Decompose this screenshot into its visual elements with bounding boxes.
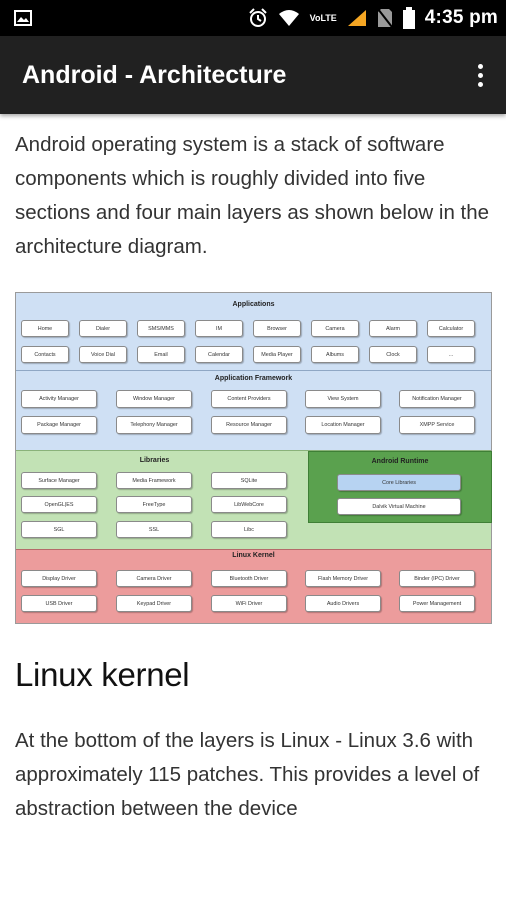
architecture-diagram: Applications Home Dialer SMS/MMS IM Brow…: [15, 292, 492, 624]
framework-title: Application Framework: [214, 375, 293, 382]
page-title: Android - Architecture: [22, 60, 287, 89]
diagram-box-browser: Browser: [253, 320, 301, 337]
diagram-box-sgl: SGL: [21, 521, 97, 538]
linux-kernel-layer: Linux Kernel Display Driver Camera Drive…: [16, 549, 491, 623]
diagram-box-contacts: Contacts: [21, 346, 69, 363]
framework-layer: Application Framework Activity Manager W…: [16, 371, 491, 450]
diagram-box-binder-driver: Binder (IPC) Driver: [399, 570, 475, 587]
libraries-title: Libraries: [139, 457, 170, 464]
diagram-box-audio-drivers: Audio Drivers: [305, 595, 381, 612]
diagram-box-albums: Albums: [311, 346, 359, 363]
diagram-box-surface-manager: Surface Manager: [21, 472, 97, 489]
diagram-box-camera-driver: Camera Driver: [116, 570, 192, 587]
diagram-box-email: Email: [137, 346, 185, 363]
diagram-box-core-libraries: Core Libraries: [337, 474, 461, 491]
diagram-box-calendar: Calendar: [195, 346, 243, 363]
diagram-box-libc: Libc: [211, 521, 287, 538]
body-paragraph: At the bottom of the layers is Linux - L…: [15, 729, 480, 820]
diagram-box-wifi-driver: WiFi Driver: [211, 595, 287, 612]
diagram-box-sms: SMS/MMS: [137, 320, 185, 337]
diagram-box-view-system: View System: [305, 390, 381, 408]
app-bar: Android - Architecture: [0, 36, 506, 114]
diagram-box-display-driver: Display Driver: [21, 570, 97, 587]
diagram-box-im: IM: [195, 320, 243, 337]
kernel-title: Linux Kernel: [232, 552, 275, 559]
diagram-box-home: Home: [21, 320, 69, 337]
diagram-box-telephony-manager: Telephony Manager: [116, 416, 192, 434]
diagram-box-keypad-driver: Keypad Driver: [116, 595, 192, 612]
status-bar: VoLTE 4:35 pm: [0, 0, 506, 36]
signal-icon: [347, 10, 366, 26]
diagram-box-resource-manager: Resource Manager: [211, 416, 287, 434]
diagram-box-clock: Clock: [369, 346, 417, 363]
applications-layer: Applications Home Dialer SMS/MMS IM Brow…: [16, 293, 491, 371]
diagram-box-sqlite: SQLite: [211, 472, 287, 489]
applications-title: Applications: [232, 301, 275, 308]
android-runtime-box: Android Runtime Core Libraries Dalvik Vi…: [308, 451, 492, 523]
diagram-box-freetype: FreeType: [116, 496, 192, 513]
diagram-box-alarm: Alarm: [369, 320, 417, 337]
diagram-box-libwebcore: LibWebCore: [211, 496, 287, 513]
gallery-notification-icon: [14, 10, 32, 26]
runtime-title: Android Runtime: [371, 458, 429, 465]
alarm-icon: [248, 8, 267, 27]
diagram-box-notification-manager: Notification Manager: [399, 390, 475, 408]
diagram-box-media-framework: Media Framework: [116, 472, 192, 489]
diagram-box-media-player: Media Player: [253, 346, 301, 363]
diagram-box-xmpp-service: XMPP Service: [399, 416, 475, 434]
diagram-box-opengl: OpenGL|ES: [21, 496, 97, 513]
diagram-box-more: ...: [427, 346, 475, 363]
section-heading: Linux kernel: [15, 656, 190, 693]
diagram-box-location-manager: Location Manager: [305, 416, 381, 434]
battery-icon: [402, 7, 415, 29]
diagram-box-dialer: Dialer: [79, 320, 127, 337]
diagram-box-power-management: Power Management: [399, 595, 475, 612]
diagram-box-window-manager: Window Manager: [116, 390, 192, 408]
diagram-box-camera: Camera: [311, 320, 359, 337]
diagram-box-flash-memory-driver: Flash Memory Driver: [305, 570, 381, 587]
volte-label: VoLTE: [309, 13, 337, 23]
diagram-box-dalvik-vm: Dalvik Virtual Machine: [337, 498, 461, 515]
diagram-box-bluetooth-driver: Bluetooth Driver: [211, 570, 287, 587]
libraries-layer: Libraries Surface Manager Media Framewor…: [16, 450, 492, 549]
intro-paragraph: Android operating system is a stack of s…: [15, 133, 490, 258]
wifi-icon: [278, 10, 299, 26]
diagram-box-activity-manager: Activity Manager: [21, 390, 97, 408]
no-sim-icon: [376, 8, 393, 28]
diagram-box-usb-driver: USB Driver: [21, 595, 97, 612]
overflow-menu-icon[interactable]: [470, 55, 490, 95]
clock-time: 4:35 pm: [424, 7, 498, 28]
diagram-box-voice-dial: Voice Dial: [79, 346, 127, 363]
diagram-box-ssl: SSL: [116, 521, 192, 538]
diagram-box-content-providers: Content Providers: [211, 390, 287, 408]
diagram-box-package-manager: Package Manager: [21, 416, 97, 434]
diagram-box-calculator: Calculator: [427, 320, 475, 337]
